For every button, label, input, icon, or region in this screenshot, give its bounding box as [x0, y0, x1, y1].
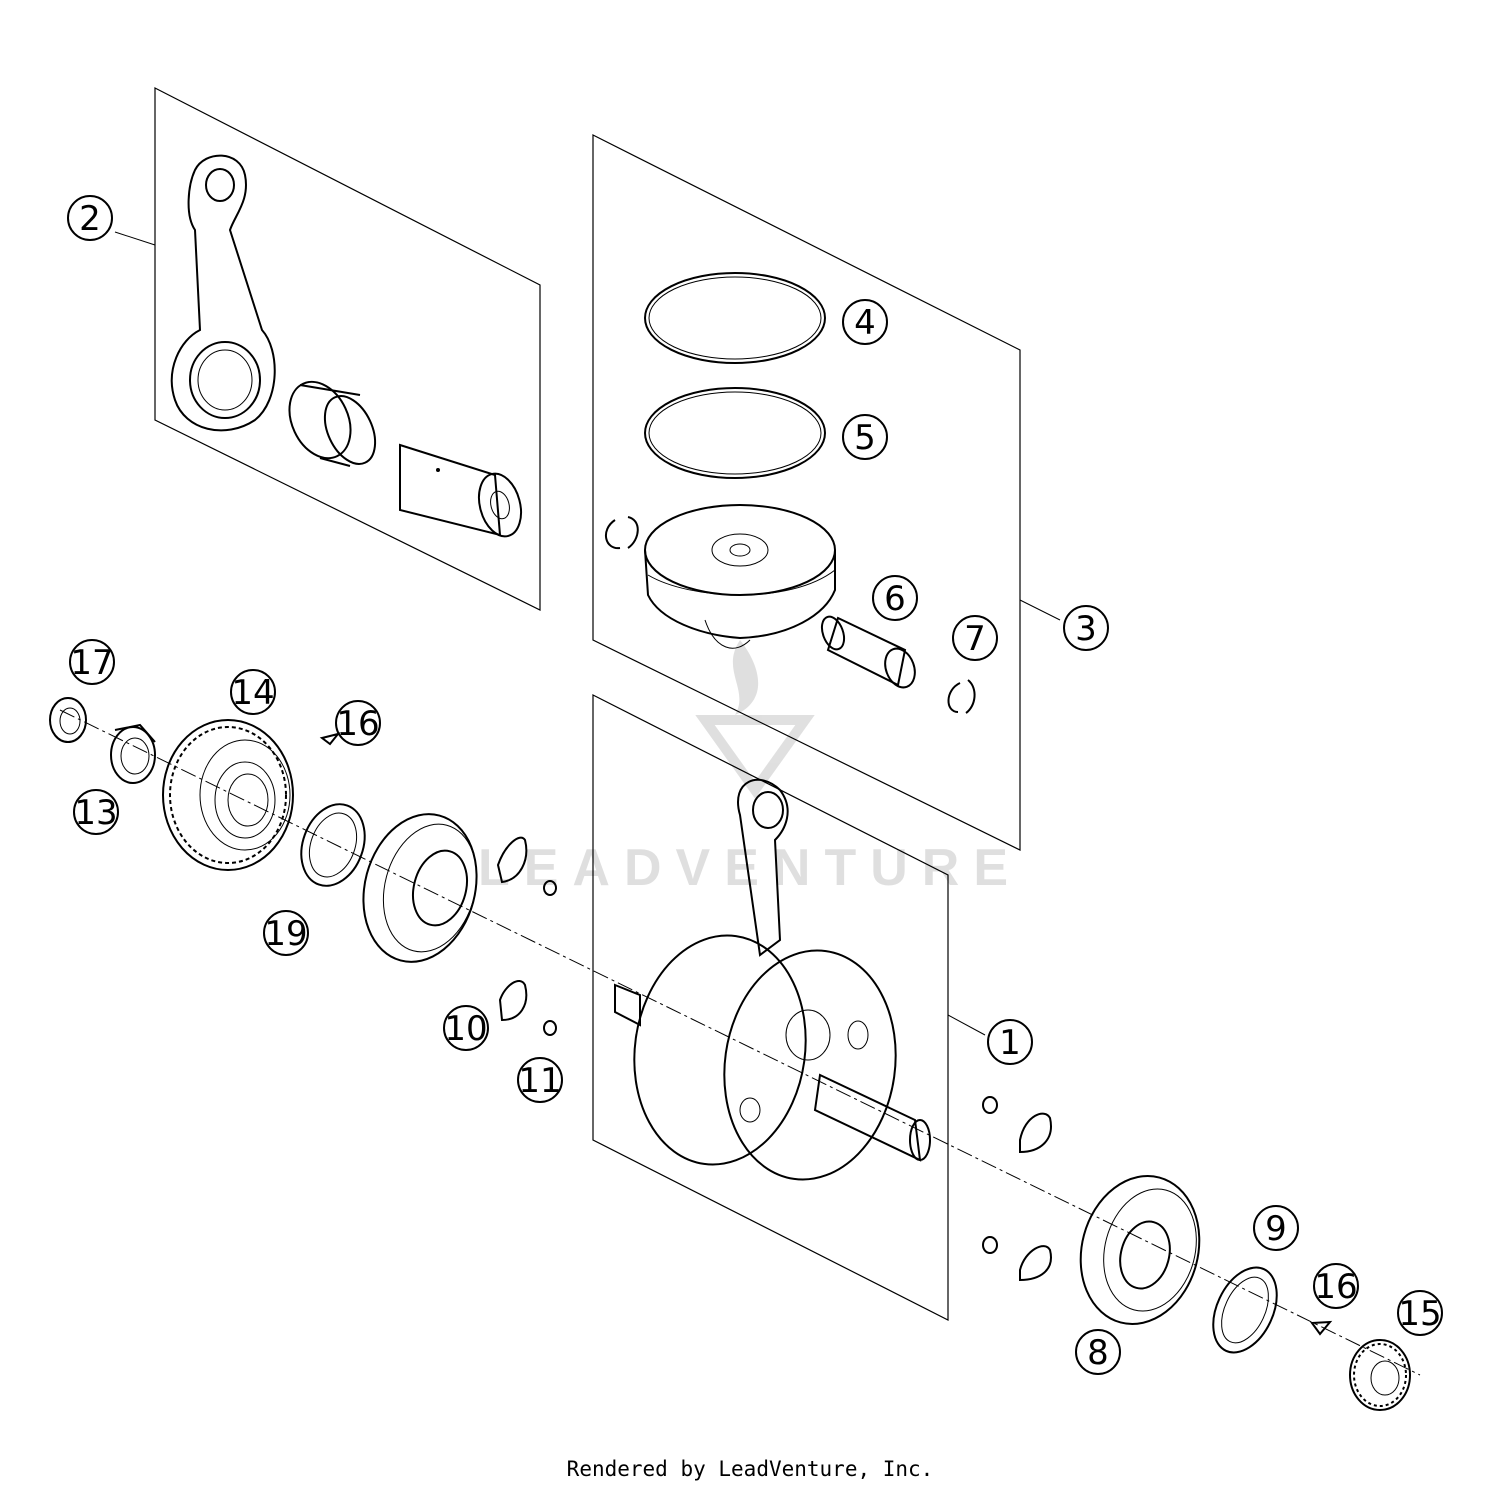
circlip-right — [947, 679, 976, 714]
callout-13[interactable]: 13 — [73, 789, 119, 835]
screw-right-lower — [982, 1236, 998, 1254]
piston — [644, 504, 836, 649]
callout-2[interactable]: 2 — [67, 195, 113, 241]
screw-right-upper — [982, 1096, 998, 1114]
callout-label: 7 — [964, 619, 986, 659]
panel-piston — [592, 134, 1021, 851]
piston-ring-top — [644, 272, 826, 364]
crank-pin — [399, 443, 523, 538]
callout-label: 14 — [231, 673, 274, 713]
callout-label: 4 — [854, 303, 876, 343]
connecting-rod — [170, 154, 276, 432]
callout-label: 16 — [336, 704, 379, 744]
callout-16-left[interactable]: 16 — [335, 700, 381, 746]
key-16-right — [1310, 1320, 1333, 1336]
assembly-axis — [59, 709, 1421, 1376]
panel-connecting-rod — [154, 87, 541, 611]
crankshaft — [614, 778, 931, 1181]
spacer-13 — [110, 723, 156, 784]
callout-6[interactable]: 6 — [872, 575, 918, 621]
watermark: LEADVENTURE — [478, 640, 1022, 897]
callout-label: 6 — [884, 579, 906, 619]
screw-11 — [543, 1020, 557, 1036]
callout-label: 19 — [264, 914, 307, 954]
callout-label: 17 — [70, 643, 113, 683]
callout-15[interactable]: 15 — [1397, 1290, 1443, 1336]
gear-14 — [162, 719, 294, 871]
callout-label: 8 — [1087, 1333, 1109, 1373]
piston-ring-second — [644, 387, 826, 479]
piston-pin — [820, 615, 916, 689]
callout-3[interactable]: 3 — [1063, 605, 1109, 651]
callout-label: 2 — [79, 199, 101, 239]
callout-label: 15 — [1398, 1294, 1441, 1334]
callout-label: 5 — [854, 418, 876, 458]
gear-15 — [1349, 1339, 1411, 1411]
callout-label: 10 — [444, 1009, 487, 1049]
callout-8[interactable]: 8 — [1075, 1329, 1121, 1375]
callout-label: 1 — [999, 1023, 1021, 1063]
bearing-17 — [49, 697, 87, 743]
callout-11[interactable]: 11 — [517, 1057, 563, 1103]
weight-right-lower — [1019, 1245, 1052, 1282]
callout-14[interactable]: 14 — [230, 669, 276, 715]
rod-bearing-bush — [288, 380, 377, 467]
callout-10[interactable]: 10 — [443, 1005, 489, 1051]
callout-16-right[interactable]: 16 — [1313, 1263, 1359, 1309]
callout-7[interactable]: 7 — [952, 615, 998, 661]
weight-right-upper — [1019, 1112, 1052, 1154]
main-bearing-left — [362, 813, 478, 963]
callout-label: 11 — [518, 1061, 561, 1101]
callout-label: 16 — [1314, 1267, 1357, 1307]
callout-9[interactable]: 9 — [1253, 1205, 1299, 1251]
main-bearing-right — [1079, 1175, 1201, 1325]
callout-1[interactable]: 1 — [987, 1019, 1033, 1065]
callout-17[interactable]: 17 — [69, 639, 115, 685]
callout-label: 9 — [1265, 1209, 1287, 1249]
weight-10-upper — [496, 836, 557, 896]
footer-credit: Rendered by LeadVenture, Inc. — [566, 1457, 934, 1481]
callout-label: 13 — [74, 793, 117, 833]
key-16-left — [319, 732, 341, 746]
watermark-text: LEADVENTURE — [478, 839, 1022, 897]
seal-9 — [1212, 1266, 1278, 1354]
leader-lines — [114, 231, 1061, 1036]
circlip-left — [605, 516, 639, 550]
panel-crankshaft — [592, 694, 949, 1321]
weight-10-lower — [498, 980, 557, 1036]
callout-5[interactable]: 5 — [842, 414, 888, 460]
seal-19 — [300, 803, 366, 887]
callout-label: 3 — [1075, 609, 1097, 649]
callout-19[interactable]: 19 — [263, 910, 309, 956]
callout-4[interactable]: 4 — [842, 299, 888, 345]
